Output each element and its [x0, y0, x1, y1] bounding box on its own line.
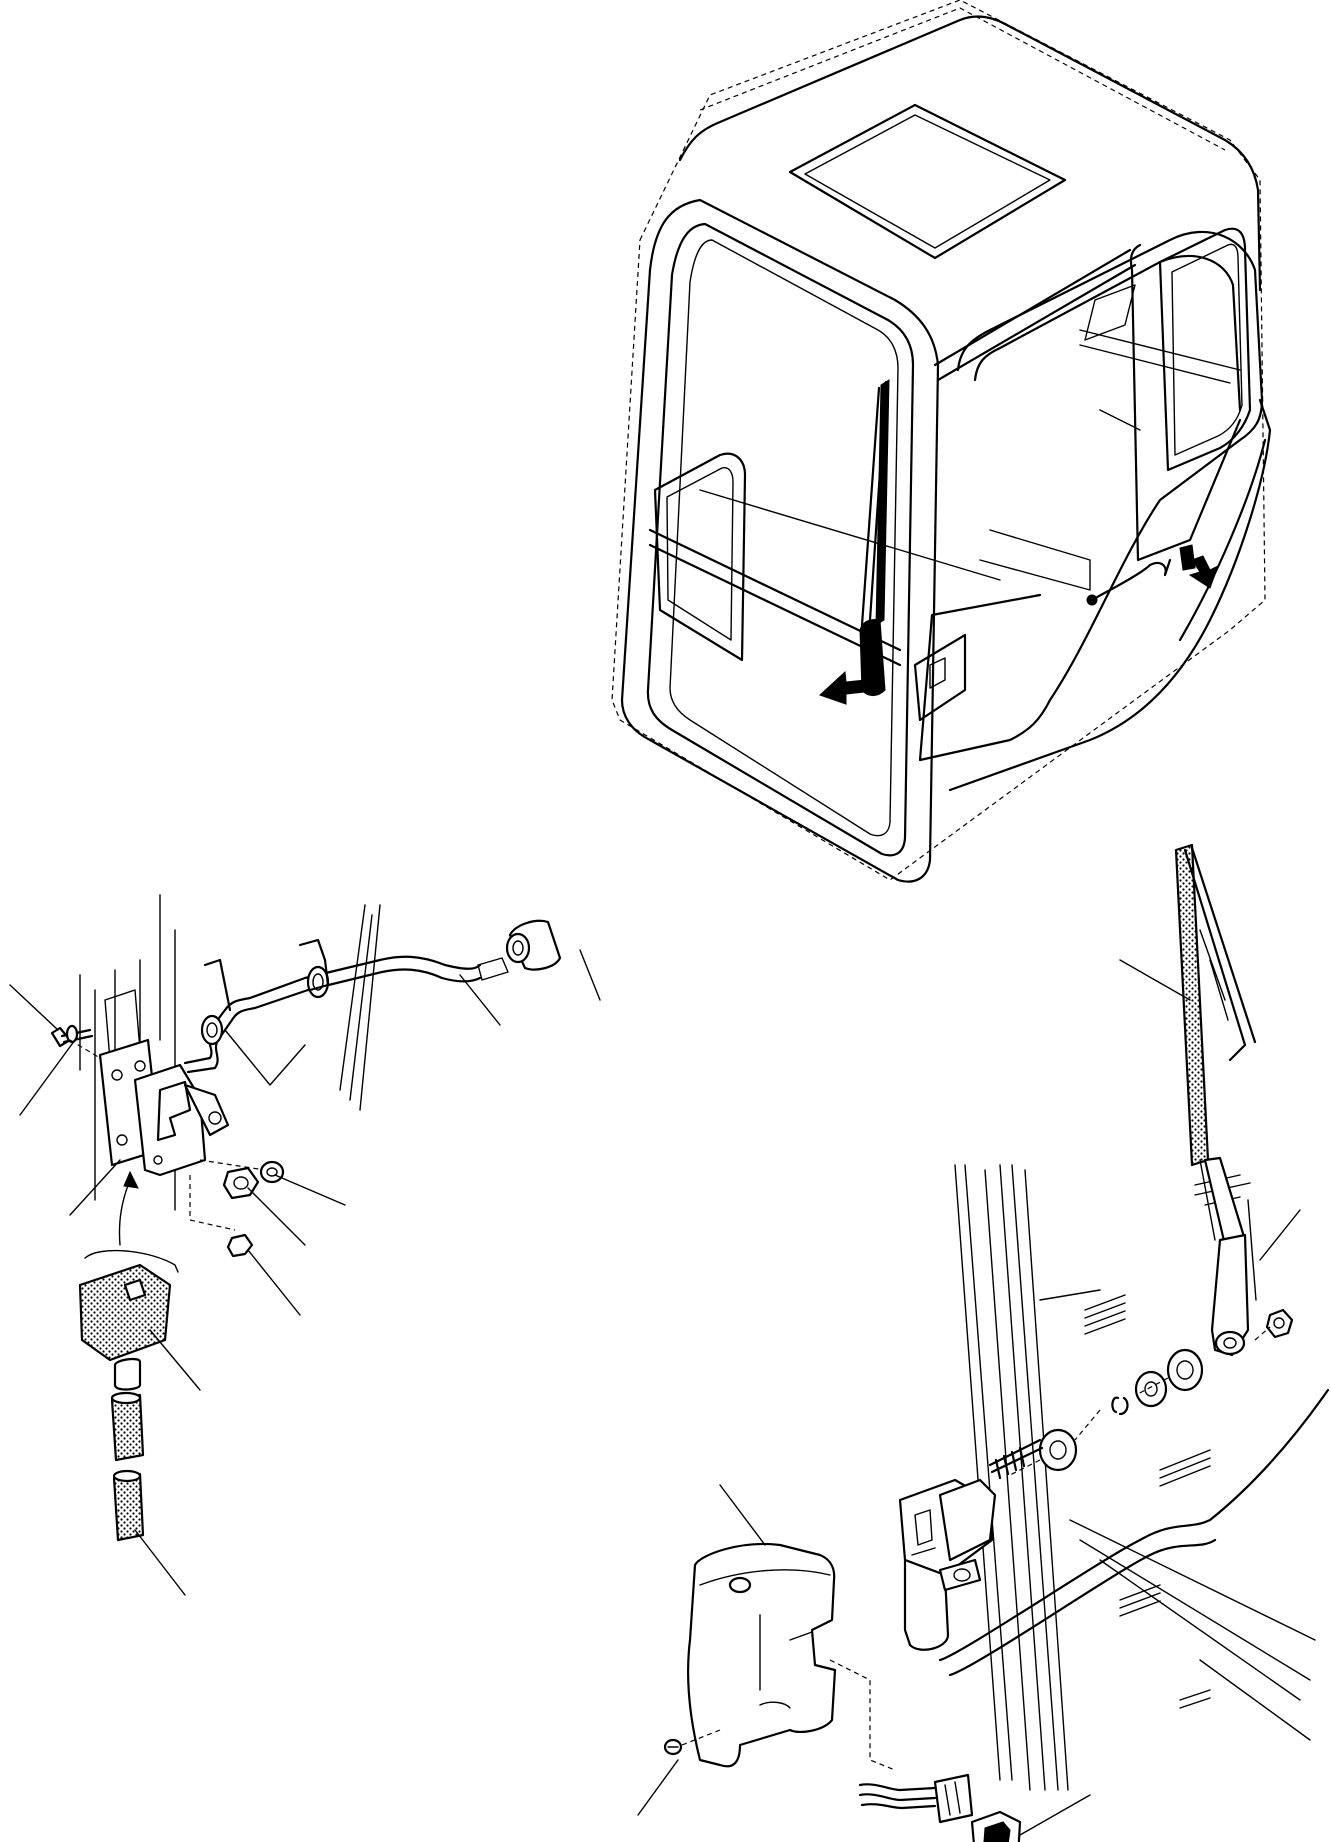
wiring-harness: [858, 1783, 937, 1810]
bumper-pin-lower: [112, 1469, 145, 1542]
rubber-bumper: [78, 1263, 172, 1391]
latch-nut-small: [226, 1233, 254, 1258]
arrow-to-wiper: [819, 670, 866, 705]
latch-nut-large: [222, 1166, 260, 1200]
cab-roof-edge: [699, 7, 1226, 151]
wiper-blade: [1174, 843, 1257, 1167]
latch-assembly-arrow: [118, 1179, 131, 1246]
lower-front-window: [653, 452, 747, 662]
wiper-switch: [970, 1810, 1022, 1842]
cab-roof: [678, 15, 1262, 292]
wiper-spacer-medium: [1134, 1370, 1168, 1408]
cab-overview: [611, 0, 1272, 883]
wiper-arm-nut: [1265, 1308, 1294, 1339]
latch-washer: [259, 1160, 285, 1184]
bumper-pin-upper: [110, 1391, 145, 1462]
wiper-motor-cover: [686, 1542, 837, 1768]
cover-screw: [663, 1738, 683, 1756]
door-latch-exploded: [9, 894, 601, 1596]
wiper-spring-washer: [1111, 1396, 1129, 1416]
wiper-seal-washer: [1038, 1428, 1078, 1472]
cab-door-latch-mark: [1086, 544, 1196, 606]
window-sill-curve: [938, 1388, 1330, 1662]
wiper-motor: [898, 1438, 1044, 1651]
leader-lines-wiper: [637, 959, 1301, 1836]
rod-bracket: [203, 938, 330, 1012]
latch-knob: [505, 919, 562, 971]
arrow-to-latch: [1188, 555, 1219, 589]
latch-linkage-rod: [183, 955, 509, 1074]
wiper-spacer-large: [1166, 1348, 1204, 1392]
front-windshield-frame: [620, 198, 940, 883]
side-door: [918, 227, 1272, 792]
cab-shell-outline: [611, 0, 1266, 881]
leader-lines-latch: [9, 949, 601, 1596]
window-frame-lines: [954, 1164, 1069, 1791]
latch-body: [98, 1038, 230, 1177]
cab-interior-rail: [648, 528, 902, 652]
cab-wiper-motor-mark: [859, 619, 886, 697]
wiring-connector: [933, 1773, 974, 1824]
side-step-panel: [913, 633, 967, 722]
roof-hatch: [788, 103, 1067, 260]
wiper-assembly-exploded: [637, 843, 1330, 1842]
wiper-arm: [1199, 1156, 1257, 1357]
cab-wiper-blade: [859, 379, 890, 697]
